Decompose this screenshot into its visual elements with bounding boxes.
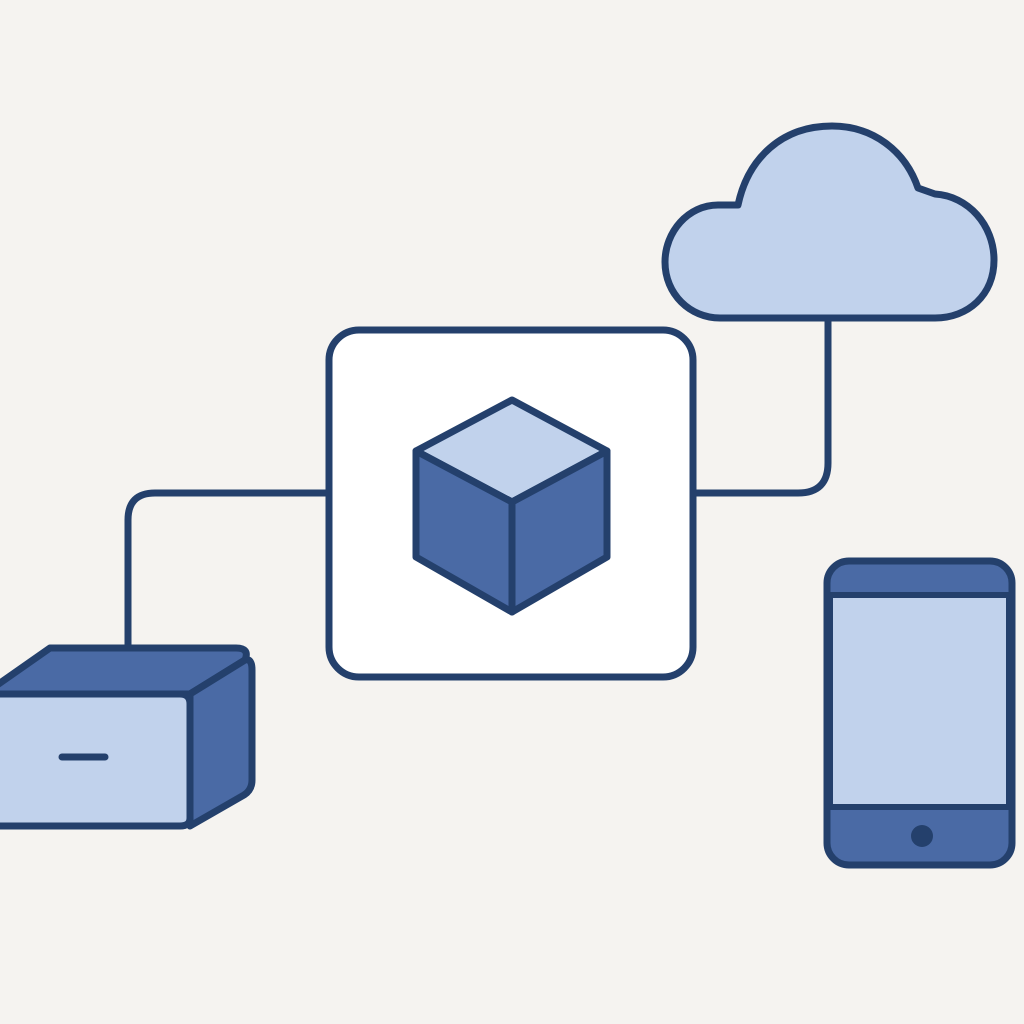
central-service-box xyxy=(325,326,697,681)
cloud-icon xyxy=(661,122,998,322)
phone-home-button xyxy=(911,825,933,847)
cube-icon xyxy=(412,396,611,616)
smartphone-icon xyxy=(823,557,1016,869)
phone-screen xyxy=(827,592,1012,810)
connector-storage-to-center xyxy=(124,489,332,649)
server-box-icon xyxy=(0,644,256,830)
connector-center-to-cloud xyxy=(691,314,832,497)
